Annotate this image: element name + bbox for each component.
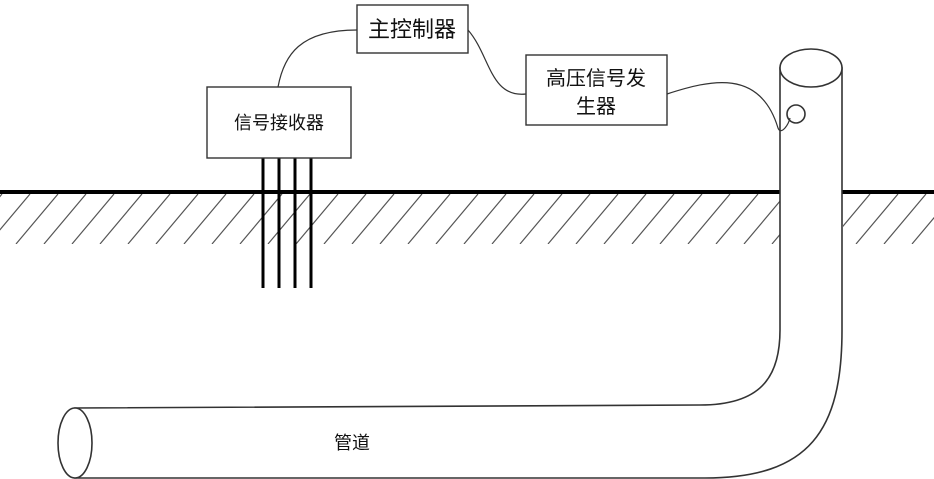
hatch-line <box>128 194 170 244</box>
hatch-line <box>576 194 618 244</box>
signal-receiver-box: 信号接收器 <box>207 87 351 158</box>
wire-generator-to-pipe <box>667 83 790 131</box>
hatch-line <box>44 194 86 244</box>
hatch-line <box>72 194 114 244</box>
pipeline <box>58 49 842 478</box>
hatch-line <box>884 194 926 244</box>
hatch-line <box>352 194 394 244</box>
hatch-line <box>100 194 142 244</box>
hatch-line <box>688 194 730 244</box>
hatch-line <box>492 194 534 244</box>
hatch-line <box>268 194 310 244</box>
hatch-line <box>240 194 282 244</box>
hatch-line <box>604 194 646 244</box>
hatch-line <box>0 194 30 244</box>
hatch-line <box>16 194 58 244</box>
hatch-line <box>184 194 226 244</box>
hatch-line <box>212 194 254 244</box>
hatch-line <box>436 194 478 244</box>
hatch-line <box>296 194 338 244</box>
hatch-line <box>324 194 366 244</box>
signal-receiver-label: 信号接收器 <box>234 113 324 134</box>
hv-generator-box: 高压信号发 生器 <box>526 55 667 125</box>
hatch-line <box>408 194 450 244</box>
hatch-line <box>520 194 562 244</box>
hatch-line <box>156 194 198 244</box>
hv-generator-label-line1: 高压信号发 <box>546 66 646 90</box>
hatch-line <box>548 194 590 244</box>
hatch-line <box>632 194 674 244</box>
hatch-line <box>716 194 758 244</box>
wire-controller-to-generator <box>468 30 526 94</box>
hatch-line <box>0 194 2 244</box>
hatch-line <box>912 194 934 244</box>
main-controller-label: 主控制器 <box>368 18 456 43</box>
wire-receiver-to-controller <box>278 30 357 87</box>
hatch-line <box>660 194 702 244</box>
pipe-end-opening <box>58 408 92 478</box>
ground-electrodes <box>263 158 311 288</box>
hatch-line <box>380 194 422 244</box>
pipe-label: 管道 <box>334 433 370 454</box>
pipe-top-opening <box>780 49 842 87</box>
hatch-line <box>856 194 898 244</box>
hv-generator-label-line2: 生器 <box>576 94 616 118</box>
main-controller-box: 主控制器 <box>357 5 468 53</box>
pipe-body <box>75 68 842 478</box>
hatch-line <box>464 194 506 244</box>
